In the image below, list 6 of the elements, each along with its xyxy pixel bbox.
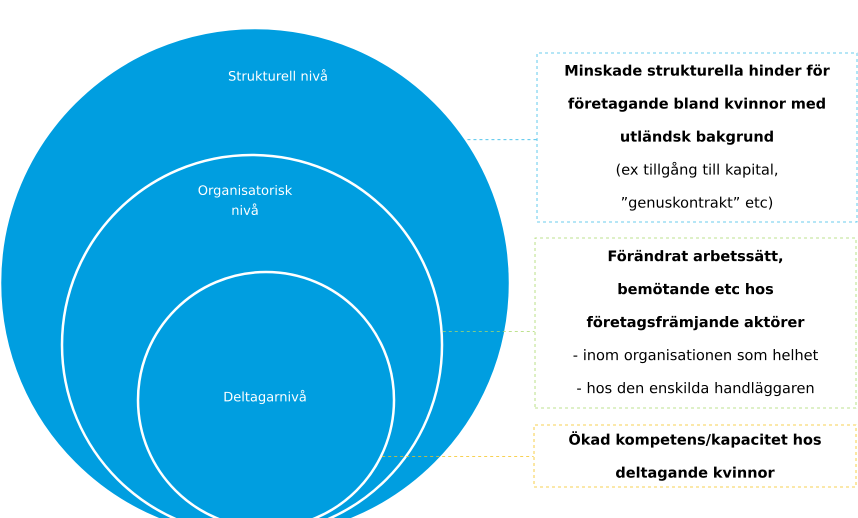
outcome-box: Minskade strukturella hinder för företagande bland kvinnor med utländsk bakgrund (ex tillgång till kapital, ”genuskontrakt” etc) <box>536 52 858 222</box>
outcome-box: Förändrat arbetssätt, bemötande etc hos företagsfrämjande aktörer - inom organisationen som helhet - hos den enskilda handläggaren <box>534 238 856 408</box>
leader-line <box>442 331 535 332</box>
outcome-box: Ökad kompetens/kapacitet hos deltagande kvinnor <box>534 424 856 488</box>
leader-line <box>382 456 534 458</box>
leader-line <box>467 139 537 140</box>
